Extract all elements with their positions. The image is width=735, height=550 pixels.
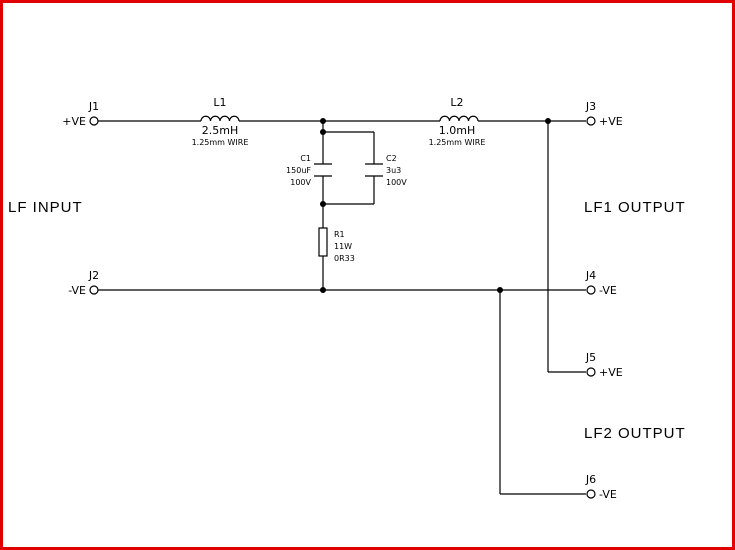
junction-dot: [320, 201, 326, 207]
junction-dot: [320, 129, 326, 135]
j4-ref: J4: [585, 269, 596, 282]
j2-ref: J2: [88, 269, 99, 282]
j2-polarity: -VE: [68, 284, 86, 297]
j5-ref: J5: [585, 351, 596, 364]
lf-input-label: LF INPUT: [8, 199, 83, 216]
j6-ref: J6: [585, 473, 596, 486]
wires: [98, 120, 586, 495]
lf1-output-label: LF1 OUTPUT: [584, 199, 686, 216]
lf2-output-label: LF2 OUTPUT: [584, 425, 686, 442]
c1-ref: C1: [300, 154, 311, 163]
j3-polarity: +VE: [599, 115, 623, 128]
junction-dot: [545, 118, 551, 124]
capacitor-c2: C2 3u3 100V: [365, 154, 407, 187]
inductor-l2: L2 1.0mH 1.25mm WIRE: [429, 96, 486, 147]
j5-polarity: +VE: [599, 366, 623, 379]
l1-ref: L1: [213, 96, 226, 109]
l1-value: 2.5mH: [202, 124, 238, 137]
junction-dots: [320, 118, 551, 293]
capacitor-c1: C1 150uF 100V: [286, 154, 332, 187]
c2-rating: 100V: [386, 178, 407, 187]
junction-dot: [320, 287, 326, 293]
j4-polarity: -VE: [599, 284, 617, 297]
resistor-r1: R1 11W 0R33: [318, 227, 355, 263]
r1-ref: R1: [334, 230, 345, 239]
r1-power: 11W: [334, 242, 352, 251]
l1-note: 1.25mm WIRE: [192, 138, 249, 147]
inductor-l1: L1 2.5mH 1.25mm WIRE: [192, 96, 249, 147]
connector-j5: J5 +VE: [585, 351, 623, 379]
c2-value: 3u3: [386, 166, 401, 175]
c1-value: 150uF: [286, 166, 311, 175]
connector-j4: J4 -VE: [585, 269, 617, 297]
l2-ref: L2: [450, 96, 463, 109]
c1-rating: 100V: [290, 178, 311, 187]
connector-j6: J6 -VE: [585, 473, 617, 501]
l2-note: 1.25mm WIRE: [429, 138, 486, 147]
connector-j1: J1 +VE: [62, 100, 99, 128]
j6-polarity: -VE: [599, 488, 617, 501]
connector-j3: J3 +VE: [585, 100, 623, 128]
connector-j2: J2 -VE: [68, 269, 99, 297]
j1-ref: J1: [88, 100, 99, 113]
l2-value: 1.0mH: [439, 124, 475, 137]
r1-value: 0R33: [334, 254, 355, 263]
junction-dot: [497, 287, 503, 293]
j3-ref: J3: [585, 100, 596, 113]
j1-polarity: +VE: [62, 115, 86, 128]
c2-ref: C2: [386, 154, 397, 163]
junction-dot: [320, 118, 326, 124]
